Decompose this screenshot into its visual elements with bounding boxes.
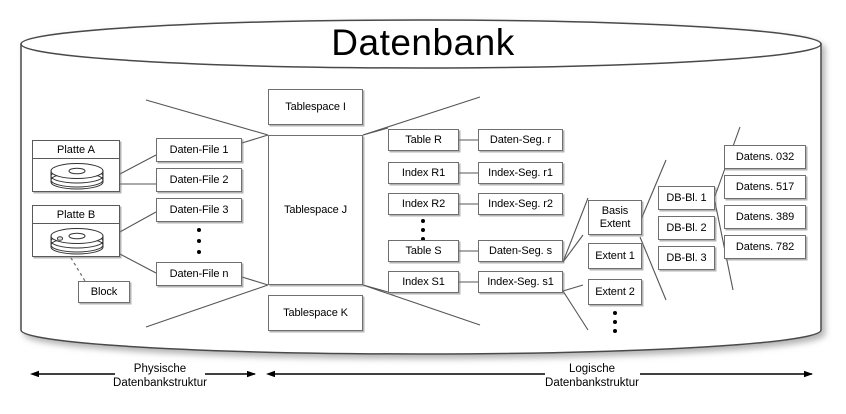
disk-to-datafile-connectors [117,154,157,274]
block-box[interactable]: Block [78,281,130,303]
segment-to-extent-connectors [562,197,589,331]
db-block-2[interactable]: DB-Bl. 2 [658,216,715,240]
extent-basis[interactable]: Basis Extent [588,200,642,235]
datafile-to-tablespace-connectors [145,99,269,328]
disk-platte-b-label: Platte B [33,206,119,224]
tablespace-i[interactable]: Tablespace I [268,89,363,125]
record-032[interactable]: Datens. 032 [724,145,806,169]
disk-platte-b[interactable]: Platte B [32,205,120,257]
object-index-r1[interactable]: Index R1 [388,162,459,184]
axis-label-logical: Logische Datenbankstruktur [545,363,639,390]
record-389[interactable]: Datens. 389 [724,205,806,229]
object-index-r2[interactable]: Index R2 [388,193,459,215]
tablespace-k[interactable]: Tablespace K [268,295,363,331]
disk-platter-icon [33,158,119,191]
object-table-r[interactable]: Table R [388,129,459,151]
object-to-segment-links [459,139,478,283]
db-block-3[interactable]: DB-Bl. 3 [658,246,715,270]
datafile-ellipsis [192,228,206,254]
object-table-s[interactable]: Table S [388,240,459,262]
record-517[interactable]: Datens. 517 [724,175,806,199]
datafile-1[interactable]: Daten-File 1 [156,138,242,162]
datafile-3[interactable]: Daten-File 3 [156,198,242,222]
tablespace-to-object-connectors [362,96,481,326]
segment-index-seg-r1[interactable]: Index-Seg. r1 [478,162,563,184]
axis-label-physical: Physische Datenbankstruktur [113,363,207,390]
datafile-2[interactable]: Daten-File 2 [156,168,242,192]
disk-platter-icon [33,223,119,256]
object-index-s1[interactable]: Index S1 [388,271,459,293]
segment-index-seg-s1[interactable]: Index-Seg. s1 [478,271,563,293]
segment-daten-seg-r[interactable]: Daten-Seg. r [478,129,563,151]
segment-index-seg-r2[interactable]: Index-Seg. r2 [478,193,563,215]
segment-daten-seg-s[interactable]: Daten-Seg. s [478,240,563,262]
datafile-n[interactable]: Daten-File n [156,262,242,286]
block-pointer [67,252,89,287]
page-title: Datenbank [331,22,515,63]
tablespace-j[interactable]: Tablespace J [268,135,363,285]
disk-platte-a-label: Platte A [33,141,119,159]
record-782[interactable]: Datens. 782 [724,235,806,259]
object-ellipsis [417,219,429,241]
extent-2[interactable]: Extent 2 [588,279,642,305]
db-block-1[interactable]: DB-Bl. 1 [658,186,715,210]
extent-to-block-connectors [639,159,667,301]
extent-1[interactable]: Extent 1 [588,243,642,269]
extent-ellipsis [609,311,621,333]
disk-platte-a[interactable]: Platte A [32,140,120,192]
